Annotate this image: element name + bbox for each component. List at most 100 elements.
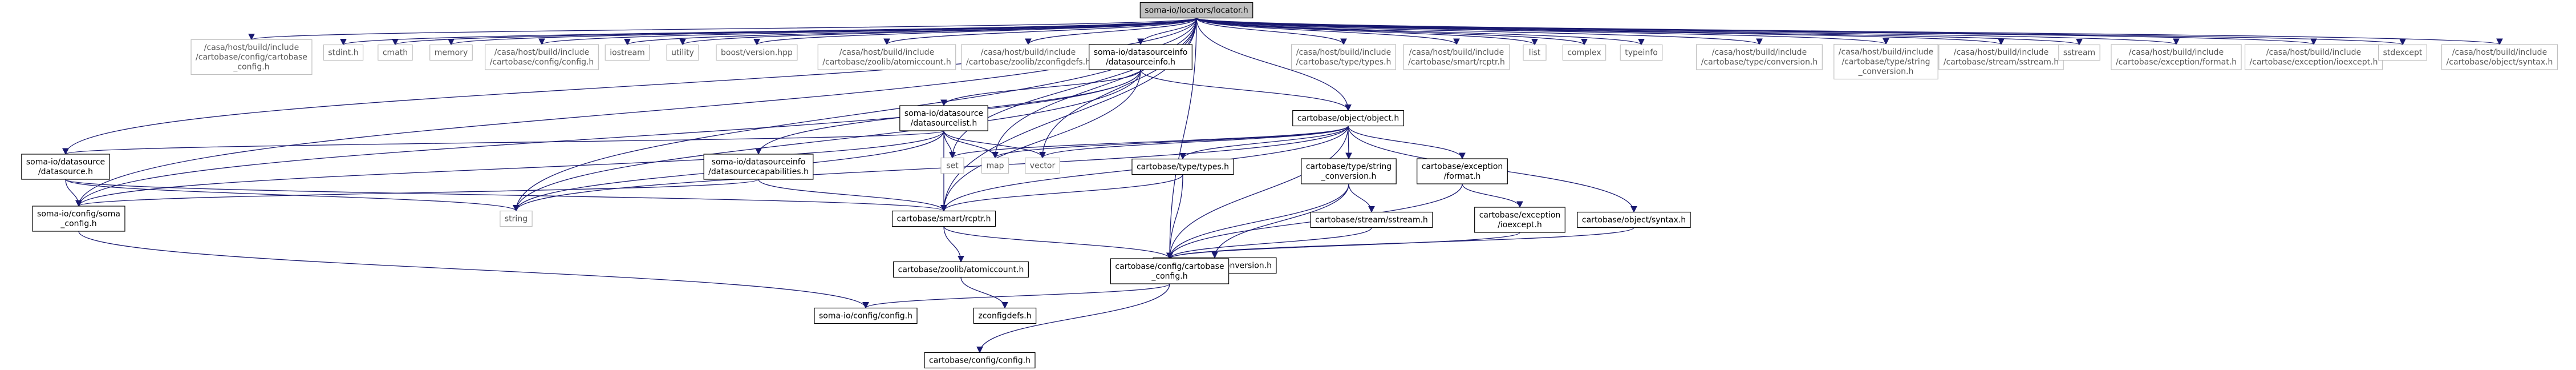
edge-datasourceinfo-to-datasourcelist <box>940 69 1141 107</box>
edge-atomiccount-to-zconfigdefs <box>960 277 1008 309</box>
node-string[interactable]: string <box>500 210 533 227</box>
node-zconfigdefs-ext[interactable]: /casa/host/build/include/cartobase/zooli… <box>961 44 1096 70</box>
node-label: /casa/host/build/include <box>2452 48 2547 57</box>
edge-root-to-set <box>949 18 1197 159</box>
node-label: _conversion.h <box>1321 172 1377 181</box>
node-label: /cartobase/config/config.h <box>490 58 594 67</box>
node-format[interactable]: cartobase/exception/format.h <box>1417 158 1508 184</box>
node-object[interactable]: cartobase/object/object.h <box>1292 110 1404 127</box>
node-atomiccount[interactable]: cartobase/zoolib/atomiccount.h <box>893 261 1029 278</box>
node-box <box>716 44 798 61</box>
node-box <box>1139 2 1253 19</box>
node-label: cartobase/object/syntax.h <box>1582 216 1686 225</box>
node-typeinfo[interactable]: typeinfo <box>1620 44 1663 61</box>
node-list[interactable]: list <box>1523 44 1547 61</box>
edge-datasource-to-rcptr <box>65 179 947 212</box>
node-label: /cartobase/exception/format.h <box>2116 58 2237 67</box>
node-label: /casa/host/build/include <box>1296 48 1391 57</box>
node-cfg-cartobase-h-ext[interactable]: /casa/host/build/include/cartobase/confi… <box>190 39 313 75</box>
node-ioexcept-ext[interactable]: /casa/host/build/include/cartobase/excep… <box>2244 44 2383 70</box>
edge-root-to-cartobase-config <box>1166 18 1197 260</box>
node-cmath[interactable]: cmath <box>378 44 413 61</box>
node-stdint[interactable]: stdint.h <box>323 44 364 61</box>
node-label: /cartobase/zoolib/zconfigdefs.h <box>966 58 1090 67</box>
node-smartptr-ext[interactable]: /casa/host/build/include/cartobase/smart… <box>1403 44 1510 70</box>
edge-format-to-ioexcept <box>1462 183 1523 208</box>
node-somaio-config[interactable]: soma-io/config/config.h <box>814 307 918 324</box>
edge-datasourcelist-to-map <box>943 130 999 159</box>
node-label: sstream <box>2063 49 2095 58</box>
node-stdexcept[interactable]: stdexcept <box>2378 44 2427 61</box>
node-label: utility <box>671 49 694 58</box>
node-ioexcept[interactable]: cartobase/exception/ioexcept.h <box>1474 207 1565 233</box>
node-box <box>940 157 964 174</box>
edge-root-to-vector <box>1039 18 1197 159</box>
node-utility[interactable]: utility <box>666 44 699 61</box>
edge-root-to-format-ext <box>1196 17 2180 46</box>
node-label: /cartobase/type/types.h <box>1296 58 1392 67</box>
node-box <box>973 307 1037 324</box>
node-label: cartobase/stream/sstream.h <box>1315 216 1428 225</box>
node-string-conv[interactable]: cartobase/type/string_conversion.h <box>1301 158 1397 184</box>
edge-object-to-map <box>992 125 1349 159</box>
edge-types-to-rcptr <box>940 174 1183 212</box>
node-config-h-ext[interactable]: /casa/host/build/include/cartobase/confi… <box>485 44 599 70</box>
node-label: cartobase/config/cartobase <box>1115 262 1224 271</box>
edge-object-to-cartobase-config <box>1166 126 1349 260</box>
node-label: /casa/host/build/include <box>839 48 934 57</box>
node-memory[interactable]: memory <box>429 44 473 61</box>
node-syntax-ext[interactable]: /casa/host/build/include/cartobase/objec… <box>2441 44 2558 70</box>
edge-sstream-h-to-cartobase-config <box>1166 227 1372 260</box>
node-conversion-ext[interactable]: /casa/host/build/include/cartobase/type/… <box>1696 44 1823 70</box>
node-sstream-ext[interactable]: /casa/host/build/include/cartobase/strea… <box>1938 44 2064 70</box>
node-box <box>1131 158 1234 175</box>
node-zconfigdefs[interactable]: zconfigdefs.h <box>973 307 1037 324</box>
node-config[interactable]: cartobase/config/config.h <box>924 352 1036 369</box>
node-sstream[interactable]: sstream <box>2058 44 2100 61</box>
node-dscapabilities[interactable]: soma-io/datasourceinfo/datasourcecapabil… <box>703 154 814 180</box>
edge-root-to-sstream <box>1196 17 2083 46</box>
node-types[interactable]: cartobase/type/types.h <box>1131 158 1234 175</box>
node-rcptr[interactable]: cartobase/smart/rcptr.h <box>891 210 996 227</box>
node-label: complex <box>1567 49 1601 58</box>
node-vector[interactable]: vector <box>1025 157 1060 174</box>
edge-datasourceinfo-to-string <box>513 69 1141 212</box>
edge-root-to-cfg-cartobase-h-ext <box>249 17 1197 41</box>
node-format-ext[interactable]: /casa/host/build/include/cartobase/excep… <box>2111 44 2242 70</box>
node-soma-config[interactable]: soma-io/config/soma_config.h <box>32 206 125 232</box>
node-iostream[interactable]: iostream <box>605 44 650 61</box>
node-label: cartobase/zoolib/atomiccount.h <box>898 266 1024 275</box>
node-label: memory <box>435 49 468 58</box>
edge-root-to-utility <box>679 17 1197 46</box>
edge-root-to-complex <box>1196 17 1588 46</box>
edge-root-to-typeinfo <box>1196 17 1645 46</box>
node-boost-version[interactable]: boost/version.hpp <box>716 44 798 61</box>
node-datasource[interactable]: soma-io/datasource/datasource.h <box>21 154 110 180</box>
edge-object-to-string-conv <box>1345 126 1352 160</box>
node-label: /casa/host/build/include <box>1409 48 1504 57</box>
node-label: /casa/host/build/include <box>1839 48 1933 57</box>
edge-string-conv-to-cartobase-config <box>1166 183 1349 260</box>
edge-datasourceinfo-to-rcptr <box>940 69 1141 212</box>
node-datasourcelist[interactable]: soma-io/datasource/datasourcelist.h <box>899 105 988 131</box>
node-map[interactable]: map <box>981 157 1009 174</box>
node-complex[interactable]: complex <box>1562 44 1607 61</box>
edge-root-to-stdexcept <box>1196 17 2405 46</box>
node-cartobase-config[interactable]: cartobase/config/cartobase_config.h <box>1110 258 1230 284</box>
node-string-conv-ext[interactable]: /casa/host/build/include/cartobase/type/… <box>1833 43 1938 80</box>
node-sstream-h[interactable]: cartobase/stream/sstream.h <box>1310 211 1433 228</box>
node-types-ext[interactable]: /casa/host/build/include/cartobase/type/… <box>1291 44 1396 70</box>
node-syntax[interactable]: cartobase/object/syntax.h <box>1577 211 1691 228</box>
node-label: iostream <box>610 49 645 58</box>
node-box <box>1833 43 1938 80</box>
node-label: soma-io/datasourceinfo <box>712 158 806 167</box>
node-box <box>703 154 814 180</box>
node-label: cartobase/config/config.h <box>929 356 1031 365</box>
node-box <box>2244 44 2383 70</box>
node-label: /casa/host/build/include <box>2129 48 2224 57</box>
node-box <box>1577 211 1691 228</box>
node-atomiccount-ext[interactable]: /casa/host/build/include/cartobase/zooli… <box>817 44 956 70</box>
node-label: /cartobase/type/conversion.h <box>1701 58 1818 67</box>
node-datasourceinfo[interactable]: soma-io/datasourceinfo/datasourceinfo.h <box>1089 44 1192 70</box>
node-set[interactable]: set <box>940 157 964 174</box>
